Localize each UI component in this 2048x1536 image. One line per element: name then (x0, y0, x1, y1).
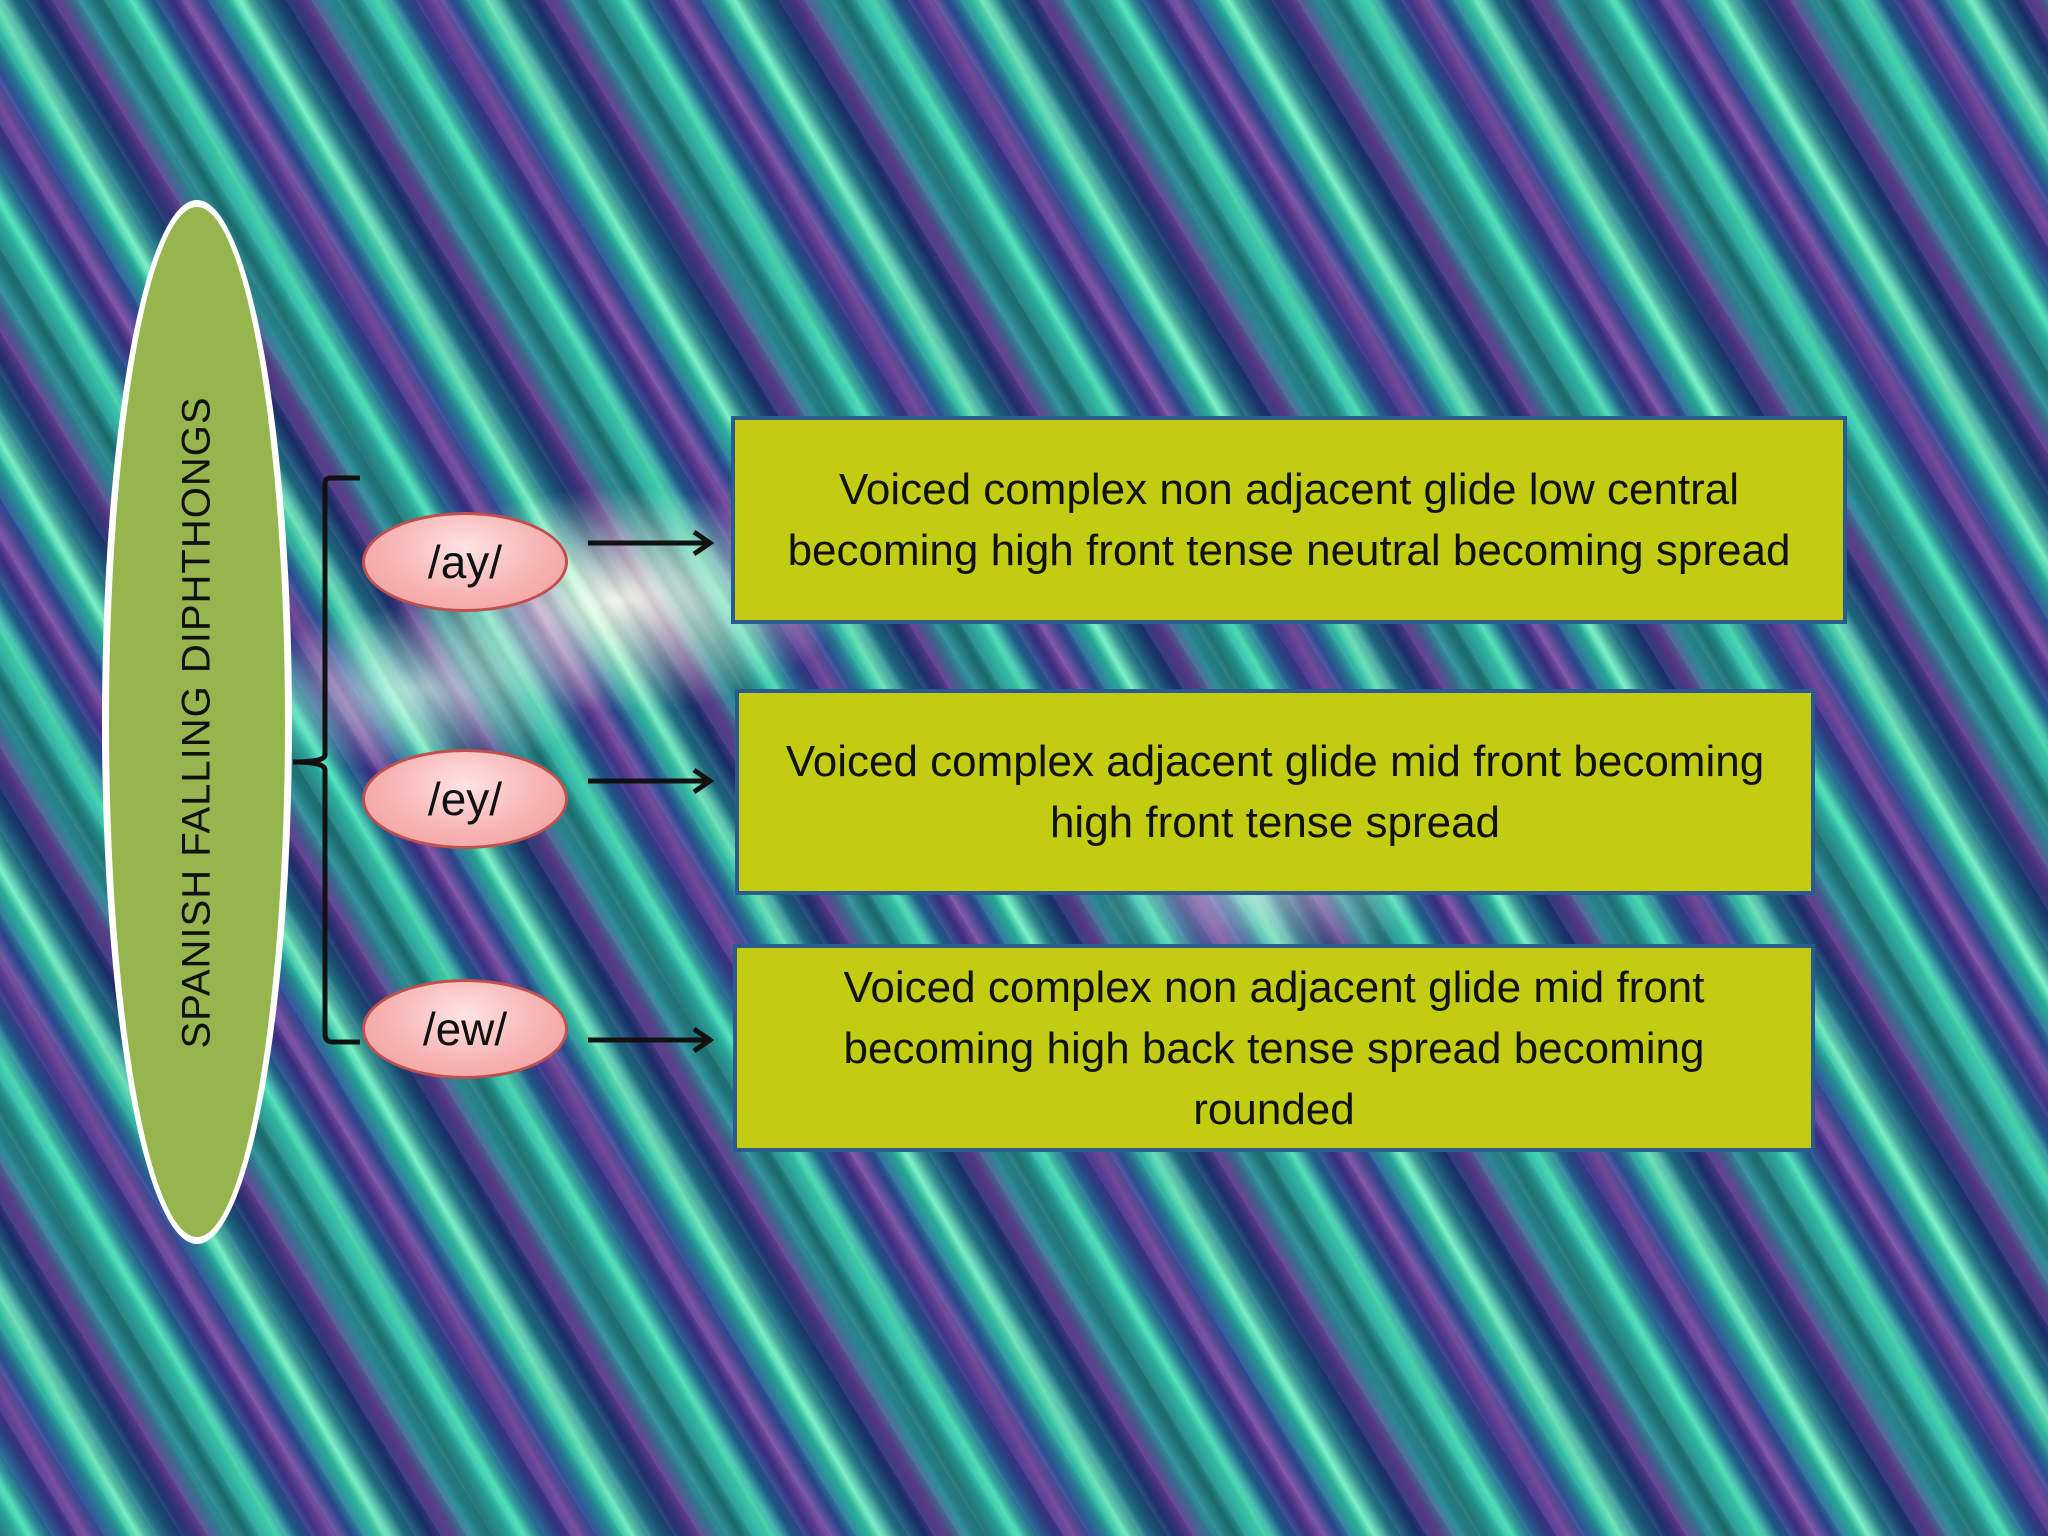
arrow-ay (588, 529, 715, 557)
bracket-connector (292, 475, 360, 1045)
description-text: Voiced complex non adjacent glide low ce… (787, 465, 1791, 575)
category-label: SPANISH FALLING DIPHTHONGS (174, 395, 219, 1049)
description-box-ay: Voiced complex non adjacent glide low ce… (731, 416, 1847, 624)
description-box-ew: Voiced complex non adjacent glide mid fr… (733, 944, 1815, 1152)
arrow-ew (588, 1026, 715, 1054)
diphthong-pill-ay: /ay/ (362, 512, 568, 612)
arrow-ey (588, 767, 715, 795)
description-text: Voiced complex non adjacent glide mid fr… (843, 962, 1705, 1134)
diphthong-pill-ew: /ew/ (362, 979, 568, 1079)
description-text: Voiced complex adjacent glide mid front … (785, 737, 1765, 847)
description-box-ey: Voiced complex adjacent glide mid front … (735, 689, 1815, 895)
diphthong-symbol: /ay/ (427, 536, 503, 588)
diphthong-symbol: /ey/ (427, 773, 503, 825)
diphthong-pill-ey: /ey/ (362, 749, 568, 849)
category-oval: SPANISH FALLING DIPHTHONGS (102, 200, 292, 1244)
diphthong-symbol: /ew/ (422, 1003, 508, 1055)
